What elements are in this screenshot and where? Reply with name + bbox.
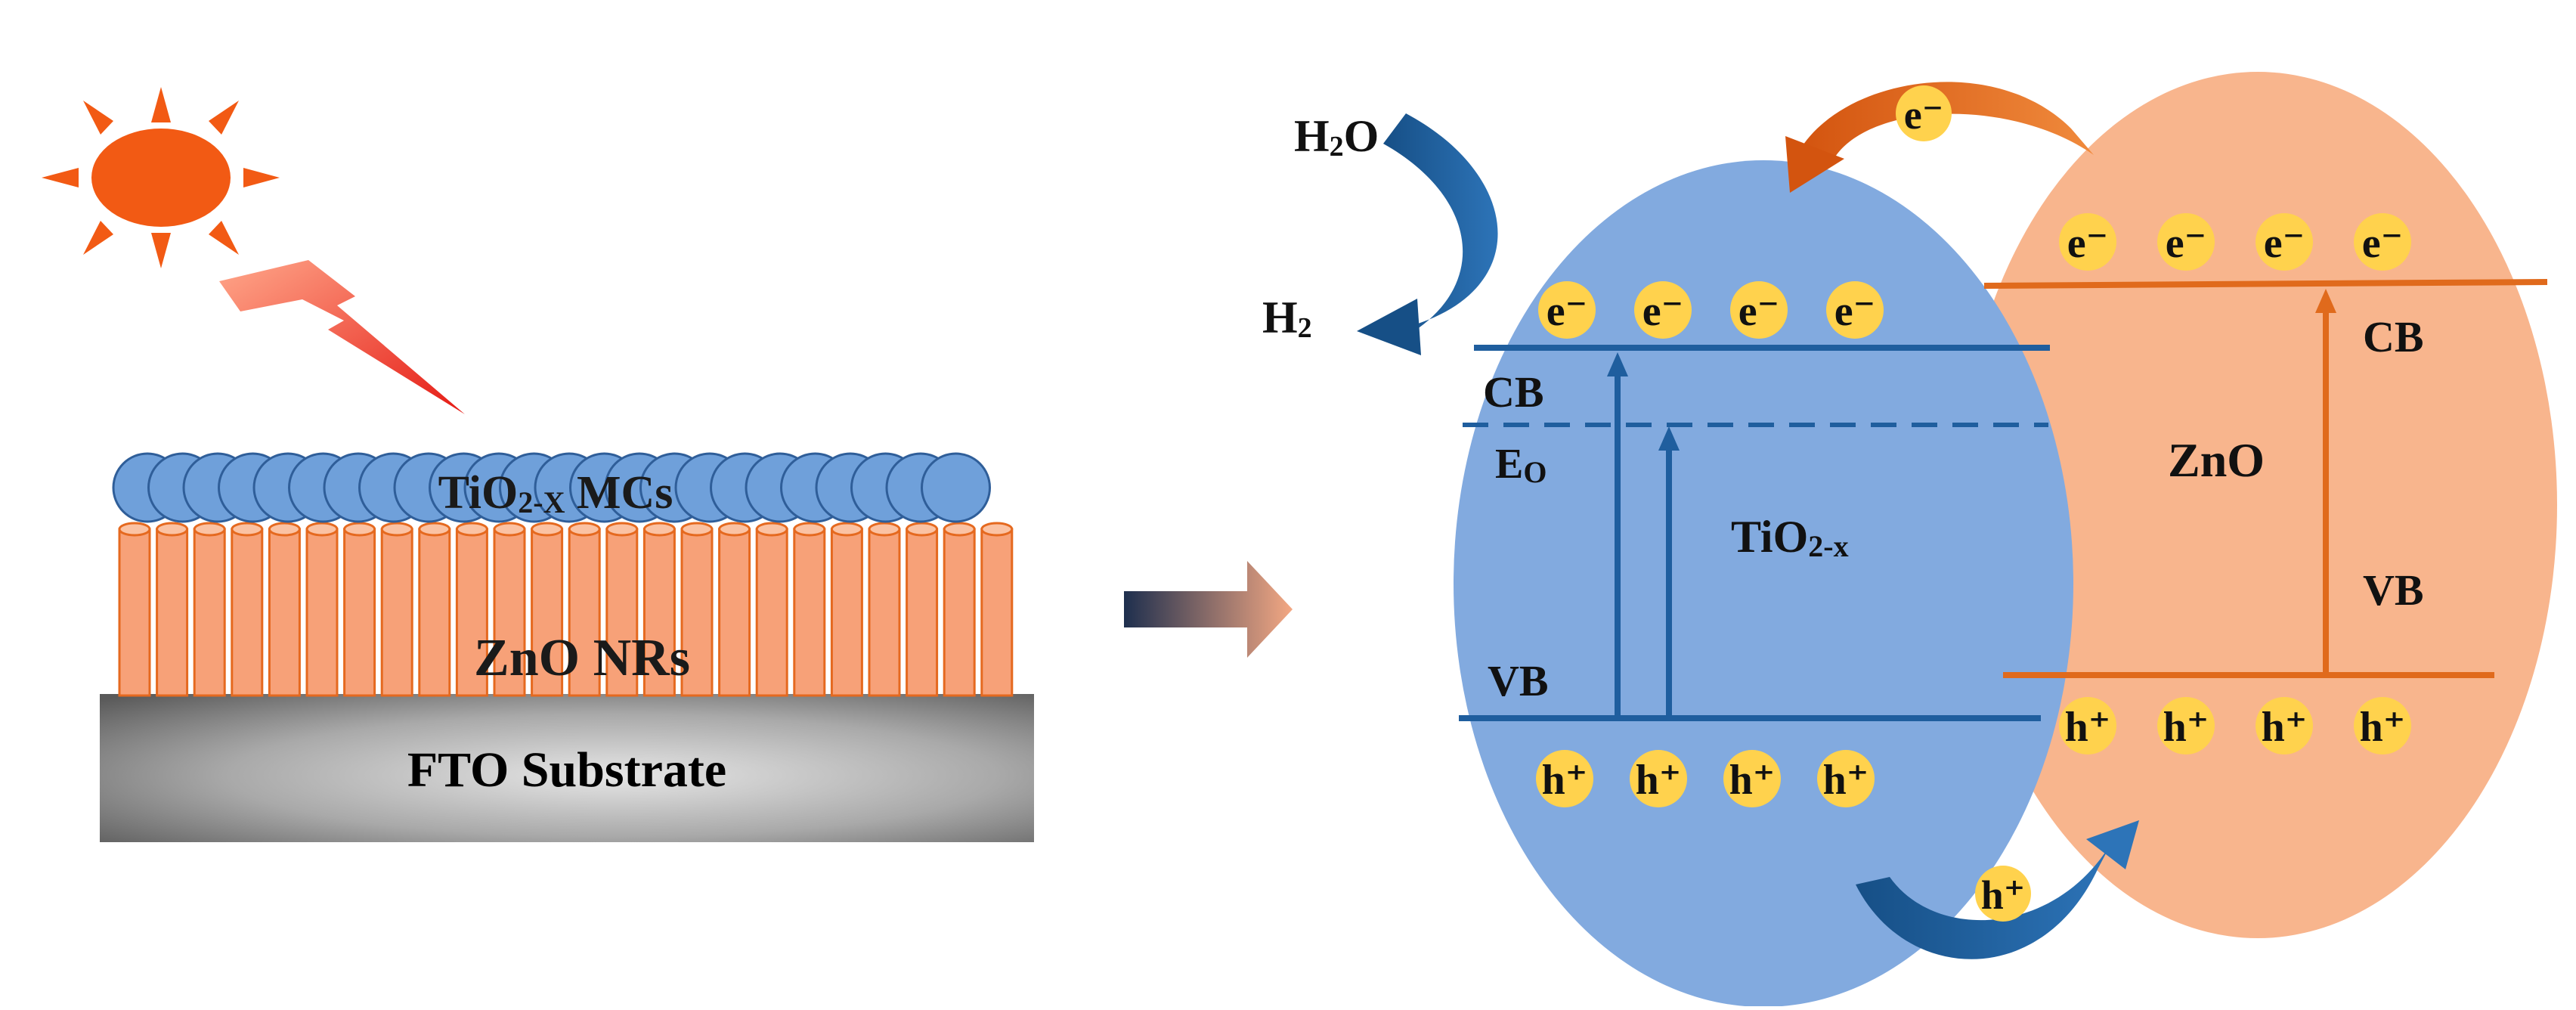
nanorod-label: ZnO NRs [474,629,690,687]
zno-excitation-arrow-icon [2315,289,2336,675]
tio2-microcrystal [921,452,991,523]
svg-text:h⁺: h⁺ [1542,757,1588,804]
svg-text:e⁻: e⁻ [2166,220,2206,267]
svg-text:e⁻: e⁻ [2067,220,2108,267]
tio2-microcrystals [112,452,991,523]
water-label: H2O [1294,111,1379,163]
nanorod [793,522,826,697]
svg-text:h⁺: h⁺ [2262,704,2308,751]
electron-charge: e⁻ [2354,213,2411,271]
nanorod [418,522,451,697]
nanorod [343,522,376,697]
transfer-electron-badge: e⁻ [1896,85,1952,141]
nanorod [868,522,901,697]
tio2-eo-label: EO [1495,441,1547,489]
tio2-electron-row: e⁻ e⁻ e⁻ e⁻ [1538,281,1884,339]
electron-charge: e⁻ [1634,281,1692,339]
hole-charge: h⁺ [2354,697,2411,754]
transition-arrow-icon [1124,561,1293,658]
zno-hole-row: h⁺ h⁺ h⁺ h⁺ [2059,697,2411,754]
nanorod [531,522,564,697]
nanorod [980,522,1014,697]
zno-vb-label: VB [2363,565,2424,615]
nanorod [642,522,676,697]
electron-charge: e⁻ [2059,213,2116,271]
nanorod [268,522,301,697]
hole-transfer-arrow-icon [1856,820,2139,959]
hole-charge: h⁺ [2059,697,2116,754]
electron-charge: e⁻ [2256,213,2313,271]
hole-charge: h⁺ [1723,750,1781,807]
tio2-excitation-arrow-icon [1607,352,1680,718]
nanorod [718,522,751,697]
nanorod [906,522,939,697]
electron-transfer-arrow-icon [1785,82,2094,193]
tio2-particle [1454,160,2073,1007]
svg-text:h⁺: h⁺ [1823,757,1869,804]
svg-text:h⁺: h⁺ [1729,757,1776,804]
nanorod [231,522,264,697]
nanorod [680,522,714,697]
hole-charge: h⁺ [1630,750,1687,807]
nanorod [156,522,189,697]
svg-text:e⁻: e⁻ [1547,288,1587,335]
zno-electron-row: e⁻ e⁻ e⁻ e⁻ [2059,213,2411,271]
zno-name-label: ZnO [2168,433,2265,487]
svg-text:h⁺: h⁺ [1636,757,1682,804]
hole-charge: h⁺ [1536,750,1593,807]
zno-nanorods [118,522,1014,697]
svg-text:e⁻: e⁻ [2362,220,2403,267]
transfer-hole-badge: h⁺ [1975,866,2031,922]
svg-text:e⁻: e⁻ [1738,288,1779,335]
svg-text:h⁺: h⁺ [1981,872,2026,918]
nanorod [830,522,863,697]
nanorod [605,522,639,697]
nanorod [943,522,976,697]
nanorod [380,522,413,697]
hole-charge: h⁺ [2256,697,2313,754]
zno-cb-label: CB [2363,312,2424,361]
water-reduction-arrow-icon [1357,113,1498,355]
nanorod [755,522,788,697]
svg-text:e⁻: e⁻ [1834,288,1875,335]
svg-text:h⁺: h⁺ [2163,704,2209,751]
electron-charge: e⁻ [2157,213,2215,271]
svg-text:e⁻: e⁻ [1643,288,1683,335]
hole-charge: h⁺ [2157,697,2215,754]
tio2-name-label: TiO2-x [1731,512,1849,563]
fto-substrate [100,694,1034,842]
tio2-cb-label: CB [1483,367,1544,417]
electron-charge: e⁻ [1538,281,1596,339]
zno-cb-line [1983,279,2548,289]
svg-text:h⁺: h⁺ [2065,704,2111,751]
svg-text:e⁻: e⁻ [2264,220,2305,267]
microcrystal-label: TiO2-X MCs [438,467,673,519]
lightning-bolt-icon [219,260,465,414]
tio2-vb-label: VB [1488,656,1549,705]
nanorod [455,522,488,697]
nanorod [568,522,601,697]
tio2-hole-row: h⁺ h⁺ h⁺ h⁺ [1536,750,1875,807]
nanorod [493,522,526,697]
sun-icon [42,87,280,268]
svg-text:e⁻: e⁻ [1904,92,1943,138]
electron-charge: e⁻ [1826,281,1884,339]
hydrogen-label: H2 [1262,293,1312,344]
svg-text:h⁺: h⁺ [2360,704,2406,751]
substrate-label: FTO Substrate [407,742,726,798]
electron-charge: e⁻ [1730,281,1788,339]
hole-charge: h⁺ [1817,750,1875,807]
nanorod [305,522,339,697]
nanorod [193,522,226,697]
nanorod [118,522,151,697]
